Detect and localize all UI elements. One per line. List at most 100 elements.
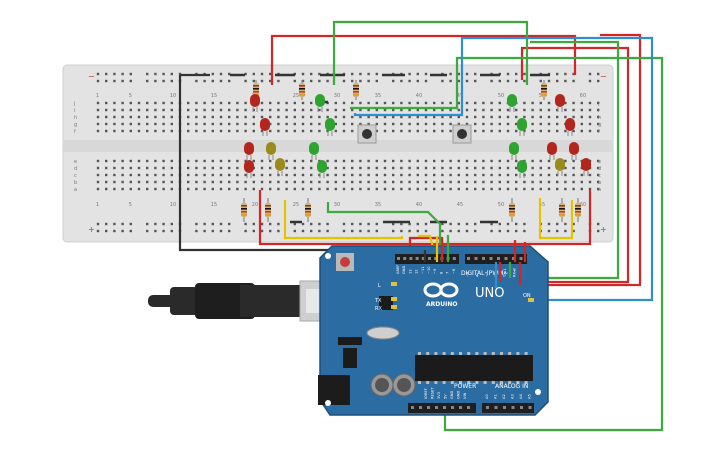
wire-yellow-1 <box>283 200 404 240</box>
power-jack <box>318 375 350 405</box>
rail-minus-marker: − <box>88 72 95 81</box>
svg-text:55: 55 <box>539 202 545 208</box>
svg-text:13: 13 <box>408 269 412 274</box>
svg-text:e: e <box>74 159 77 165</box>
svg-text:GND: GND <box>450 391 454 399</box>
svg-text:~9: ~9 <box>433 268 437 274</box>
svg-text:~6: ~6 <box>452 268 456 274</box>
svg-text:1: 1 <box>96 93 99 99</box>
svg-text:GND: GND <box>457 391 461 399</box>
header-wire-ends <box>423 235 527 288</box>
wire-green-2 <box>350 56 664 432</box>
indicator-label-on: ON <box>523 293 531 299</box>
digital-label: DIGITAL (PWM~) <box>461 270 511 277</box>
svg-text:i: i <box>598 108 599 114</box>
svg-text:50: 50 <box>498 93 504 99</box>
svg-text:25: 25 <box>293 202 299 208</box>
svg-text:d: d <box>74 166 77 172</box>
svg-text:f: f <box>598 129 600 135</box>
svg-text:40: 40 <box>416 93 422 99</box>
svg-text:A2: A2 <box>502 394 506 399</box>
svg-text:10: 10 <box>170 202 176 208</box>
svg-text:b: b <box>74 180 77 186</box>
resistors <box>241 80 581 222</box>
arduino-uno-board: L TX RX ON ARDUINO UNO DIGITAL (PWM~) PO… <box>318 245 549 416</box>
svg-text:RESET: RESET <box>431 387 435 399</box>
wire-red-2 <box>258 190 592 246</box>
pushbutton-left[interactable] <box>357 124 377 144</box>
power-label: POWER <box>454 383 476 390</box>
svg-text:d: d <box>598 166 601 172</box>
svg-text:~3: ~3 <box>485 272 489 277</box>
svg-text:A3: A3 <box>511 394 515 399</box>
arduino-model-text: UNO <box>475 286 504 301</box>
digital-header-right <box>465 254 527 264</box>
svg-text:4: 4 <box>475 274 479 277</box>
wire-yellow-3 <box>538 198 574 240</box>
svg-text:25: 25 <box>293 93 299 99</box>
svg-text:i: i <box>74 108 75 114</box>
svg-text:5: 5 <box>129 93 132 99</box>
svg-text:AREF: AREF <box>396 265 400 274</box>
analog-header <box>482 403 534 413</box>
svg-text:50: 50 <box>498 202 504 208</box>
svg-text:A0: A0 <box>485 394 489 399</box>
svg-text:12: 12 <box>415 269 419 274</box>
svg-text:60: 60 <box>580 202 586 208</box>
svg-text:h: h <box>598 115 601 121</box>
svg-text:45: 45 <box>457 202 463 208</box>
svg-text:3V3: 3V3 <box>437 392 441 399</box>
svg-text:8: 8 <box>439 271 443 274</box>
svg-text:45: 45 <box>457 93 463 99</box>
svg-text:5: 5 <box>129 202 132 208</box>
svg-text:g: g <box>598 122 601 128</box>
svg-text:30: 30 <box>334 202 340 208</box>
svg-text:j: j <box>597 101 599 107</box>
wire-red-1 <box>270 34 577 85</box>
svg-text:~10: ~10 <box>427 266 431 274</box>
indicator-label-rx: RX <box>375 306 382 312</box>
svg-text:A1: A1 <box>494 394 498 399</box>
rail-plus-marker: + <box>88 225 95 234</box>
indicator-label-tx: TX <box>374 298 382 304</box>
svg-text:j: j <box>73 101 75 107</box>
rail-plus-marker-right: + <box>600 225 607 234</box>
svg-text:5V: 5V <box>444 394 448 399</box>
svg-text:35: 35 <box>375 202 381 208</box>
svg-text:~11: ~11 <box>421 266 425 274</box>
rail-jumpers <box>230 73 550 224</box>
svg-text:IOREF: IOREF <box>424 388 428 399</box>
svg-text:35: 35 <box>375 93 381 99</box>
pushbutton-right[interactable] <box>452 124 472 144</box>
svg-text:VIN: VIN <box>463 392 467 399</box>
svg-text:7: 7 <box>446 272 450 274</box>
svg-text:10: 10 <box>170 93 176 99</box>
svg-text:e: e <box>598 159 601 165</box>
svg-text:1: 1 <box>96 202 99 208</box>
svg-text:15: 15 <box>211 93 217 99</box>
wire-green-1 <box>332 20 529 85</box>
svg-text:a: a <box>598 187 601 193</box>
svg-text:~5: ~5 <box>466 272 470 277</box>
svg-text:h: h <box>74 115 77 121</box>
svg-text:a: a <box>74 187 77 193</box>
svg-text:RX◂0: RX◂0 <box>513 267 517 277</box>
svg-text:c: c <box>74 173 77 179</box>
analog-label: ANALOG IN <box>495 383 528 390</box>
crystal <box>366 326 400 340</box>
wire-green-3 <box>326 202 442 262</box>
digital-header-left <box>395 254 459 264</box>
rail-minus-marker-right: − <box>600 72 607 81</box>
svg-text:30: 30 <box>334 93 340 99</box>
arduino-logo-text: ARDUINO <box>426 301 457 308</box>
svg-text:b: b <box>598 180 601 186</box>
svg-text:40: 40 <box>416 202 422 208</box>
power-header <box>408 403 476 413</box>
